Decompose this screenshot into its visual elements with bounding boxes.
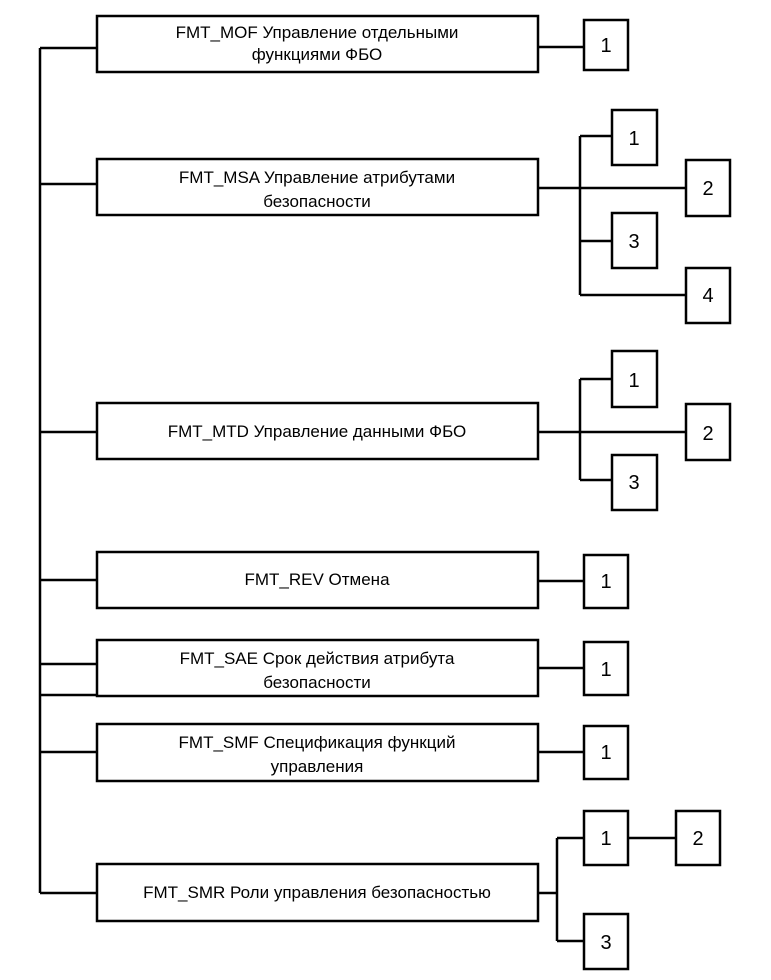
family-label-rev: FMT_REV Отмена (244, 570, 390, 589)
component-box (610, 349, 659, 409)
component-label: 1 (628, 128, 639, 150)
family-label-msa-line1: FMT_MSA Управление атрибутами (179, 168, 455, 187)
component-box (582, 640, 630, 697)
component-label: 2 (692, 828, 703, 850)
component-label: 1 (600, 742, 611, 764)
component-box (582, 809, 630, 867)
component-smf-1: 1 (582, 724, 630, 781)
component-msa-1: 1 (610, 108, 659, 167)
component-smr-1: 1 (582, 809, 630, 867)
family-fmt-smf: FMT_SMF Спецификация функций управления (95, 722, 540, 783)
component-label: 4 (702, 285, 713, 307)
component-box (674, 809, 722, 867)
family-fmt-mtd: FMT_MTD Управление данными ФБО (95, 401, 540, 461)
component-mtd-1: 1 (610, 349, 659, 409)
component-smr-3: 3 (582, 912, 630, 971)
component-box (610, 108, 659, 167)
component-mtd-2: 2 (684, 402, 732, 462)
component-msa-4: 4 (684, 266, 732, 325)
family-fmt-rev: FMT_REV Отмена (95, 550, 540, 610)
component-label: 1 (600, 571, 611, 593)
family-box-mof (95, 14, 540, 74)
component-label: 3 (628, 231, 639, 253)
family-label-sae-line2: безопасности (263, 673, 370, 692)
component-box (684, 158, 732, 218)
component-sae-1: 1 (582, 640, 630, 697)
component-label: 1 (628, 370, 639, 392)
component-label: 1 (600, 35, 611, 57)
component-box (582, 724, 630, 781)
component-mtd-3: 3 (610, 453, 659, 512)
component-box (684, 402, 732, 462)
family-fmt-smr: FMT_SMR Роли управления безопасностью (95, 862, 540, 923)
component-box (582, 912, 630, 971)
family-box-msa (95, 157, 540, 217)
component-smr-2: 2 (674, 809, 722, 867)
family-fmt-sae: FMT_SAE Срок действия атрибута безопасно… (95, 638, 540, 698)
family-fmt-msa: FMT_MSA Управление атрибутами безопаснос… (95, 157, 540, 217)
family-box-smr (95, 862, 540, 923)
component-msa-2: 2 (684, 158, 732, 218)
family-label-smf-line1: FMT_SMF Спецификация функций (179, 733, 456, 752)
component-box (684, 266, 732, 325)
family-box-sae (95, 638, 540, 698)
component-label: 2 (702, 423, 713, 445)
component-msa-3: 3 (610, 211, 659, 270)
component-box (610, 211, 659, 270)
family-label-mof-line2: функциями ФБО (252, 45, 383, 64)
family-fmt-mof: FMT_MOF Управление отдельными функциями … (95, 14, 540, 74)
component-label: 1 (600, 828, 611, 850)
component-box (582, 18, 630, 72)
component-rev-1: 1 (582, 553, 630, 610)
family-label-mtd: FMT_MTD Управление данными ФБО (168, 422, 467, 441)
component-label: 2 (702, 178, 713, 200)
component-label: 1 (600, 659, 611, 681)
family-box-mtd (95, 401, 540, 461)
family-label-mof-line1: FMT_MOF Управление отдельными (176, 23, 459, 42)
component-box (582, 553, 630, 610)
family-box-smf (95, 722, 540, 783)
family-label-smr: FMT_SMR Роли управления безопасностью (143, 883, 491, 902)
family-label-sae-line1: FMT_SAE Срок действия атрибута (180, 649, 455, 668)
component-label: 3 (600, 932, 611, 954)
component-label: 3 (628, 472, 639, 494)
family-label-smf-line2: управления (271, 757, 364, 776)
family-label-msa-line2: безопасности (263, 192, 370, 211)
component-box (610, 453, 659, 512)
component-mof-1: 1 (582, 18, 630, 72)
